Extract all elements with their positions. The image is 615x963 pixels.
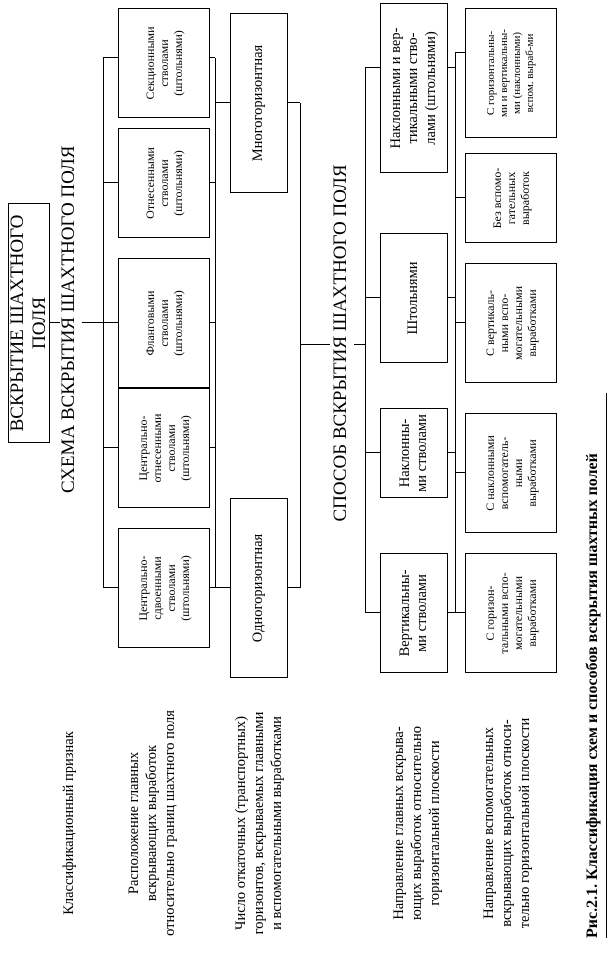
connector [288,587,300,588]
connector [210,322,215,323]
connector [103,322,118,323]
connector [215,102,230,103]
horizon-box-single: Одногоризонтная [230,498,288,678]
caption-underline [606,393,607,938]
connector [448,612,455,613]
connector [448,452,455,453]
method-heading: СПОСОБ ВСКРЫТИЯ ШАХТНОГО ПОЛЯ [330,164,351,522]
location-box: Отнесенными стволами (штольнями) [118,128,210,238]
aux-box: С горизонтальны- ми и вертикальны- ми (н… [465,8,557,138]
connector [215,587,230,588]
connector [354,344,365,345]
criteria-location: Расположение главных вскрывающих выработ… [126,710,179,936]
connector [300,344,330,345]
criteria-header: Классификационный признак [61,731,77,915]
aux-box: С горизон- тальными вспо- могательными в… [465,553,557,673]
connector [448,297,455,298]
aux-box: Без вспомо- гательных выработок [465,153,557,243]
connector [365,67,380,68]
connector [210,182,215,183]
connector [215,58,216,588]
connector [455,472,465,473]
connector [300,103,301,588]
connector [103,182,118,183]
connector [365,452,380,453]
location-box: Фланговыми стволами (штольнями) [118,258,210,388]
connector [210,57,215,58]
method-box-combined: Наклонными и вер- тикальными ство- лами … [380,3,448,173]
method-box-inclined: Наклонны- ми стволами [380,408,448,498]
root-box: ВСКРЫТИЕ ШАХТНОГО ПОЛЯ [8,203,50,443]
connector [103,587,118,588]
criteria-horizons: Число откаточных (транспортных) горизонт… [233,711,286,935]
location-box: Центрально- отнесенными стволами (штольн… [118,388,210,508]
aux-box: С вертикаль- ными вспо- могательными выр… [465,263,557,383]
connector [103,447,118,448]
location-box: Секционными стволами (штольнями) [118,8,210,118]
connector [365,297,380,298]
location-box: Центрально- сдвоенными стволами (штольня… [118,528,210,648]
connector [455,612,465,613]
method-box-adits: Штольнями [380,233,448,363]
criteria-aux-direction: Направление вспомогательных вскрывающих … [481,717,534,929]
connector [365,68,366,613]
figure-caption: Рис.2.1. Классификация схем и способов в… [584,453,601,938]
connector [103,58,104,588]
connector [455,53,456,613]
connector [365,612,380,613]
connector [448,67,455,68]
connector [103,57,118,58]
connector [210,447,215,448]
connector [288,102,300,103]
connector [455,322,465,323]
criteria-main-direction: Направление главных вскрыва- ющих вырабо… [391,726,444,921]
aux-box: С наклонными вспомогатель- ными выработк… [465,413,557,533]
scheme-heading: СХЕМА ВСКРЫТИЯ ШАХТНОГО ПОЛЯ [58,145,79,493]
connector [50,322,60,323]
horizon-box-multi: Многогоризонтная [230,13,288,193]
connector [455,52,465,53]
connector [455,197,465,198]
method-box-vertical: Вертикальны- ми стволами [380,553,448,673]
connector [82,322,103,323]
